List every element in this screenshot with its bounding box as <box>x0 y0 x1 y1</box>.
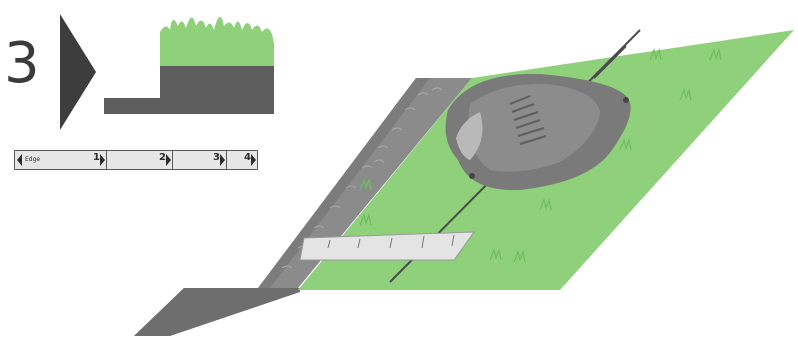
installation-illustration: 3 Edge 1 2 3 4 <box>0 0 798 339</box>
lawn-scene <box>0 0 798 339</box>
